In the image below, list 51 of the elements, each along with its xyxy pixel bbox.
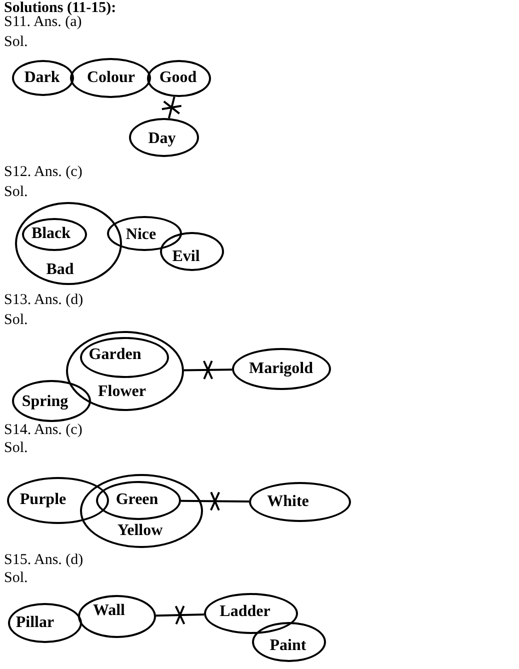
set-ellipse (232, 348, 331, 390)
set-label: Ladder (220, 603, 270, 621)
set-label: Dark (24, 69, 60, 87)
set-label: Evil (172, 248, 200, 266)
set-label: Marigold (249, 360, 313, 378)
heading: Solutions (11-15): (4, 0, 116, 16)
set-label: Yellow (117, 522, 163, 540)
set-ellipse (249, 482, 351, 522)
set-label: Paint (270, 637, 306, 655)
set-label: Bad (46, 261, 74, 279)
answer-text: Sol. (4, 440, 28, 456)
set-ellipse (252, 622, 326, 662)
set-ellipse (78, 595, 156, 638)
answer-text: Sol. (4, 570, 28, 586)
set-ellipse (160, 232, 224, 271)
set-label: Colour (87, 69, 135, 87)
answer-text: Sol. (4, 34, 28, 50)
answer-text: Sol. (4, 312, 28, 328)
answer-text: S12. Ans. (c) (4, 164, 82, 180)
set-ellipse (15, 202, 122, 285)
answer-text: S15. Ans. (d) (4, 552, 84, 568)
set-ellipse (7, 477, 109, 524)
set-label: Pillar (16, 614, 54, 632)
answer-text: S14. Ans. (c) (4, 422, 82, 438)
answer-text: S13. Ans. (d) (4, 292, 84, 308)
set-label: Garden (88, 346, 142, 364)
answer-text: S11. Ans. (a) (4, 14, 82, 30)
set-ellipse (12, 60, 74, 96)
set-ellipse (147, 60, 211, 97)
set-label: Flower (98, 383, 146, 401)
answer-text: Sol. (4, 184, 28, 200)
set-ellipse (66, 331, 184, 411)
set-ellipse (80, 337, 169, 378)
set-label: Wall (93, 602, 125, 620)
set-label: Green (116, 491, 158, 509)
set-ellipse (8, 603, 82, 643)
set-label: Nice (126, 226, 156, 244)
set-label: Purple (20, 491, 66, 509)
set-ellipse (107, 216, 182, 251)
set-label: Good (159, 69, 197, 87)
set-ellipse (96, 481, 181, 520)
set-label: Day (148, 130, 176, 148)
set-ellipse (80, 474, 203, 548)
set-ellipse (129, 118, 199, 157)
set-ellipse (70, 58, 151, 98)
set-label: Black (31, 225, 71, 243)
set-label: Spring (22, 393, 68, 411)
set-ellipse (22, 218, 87, 251)
set-ellipse (204, 593, 298, 634)
set-label: White (267, 493, 309, 511)
set-ellipse (12, 380, 91, 422)
